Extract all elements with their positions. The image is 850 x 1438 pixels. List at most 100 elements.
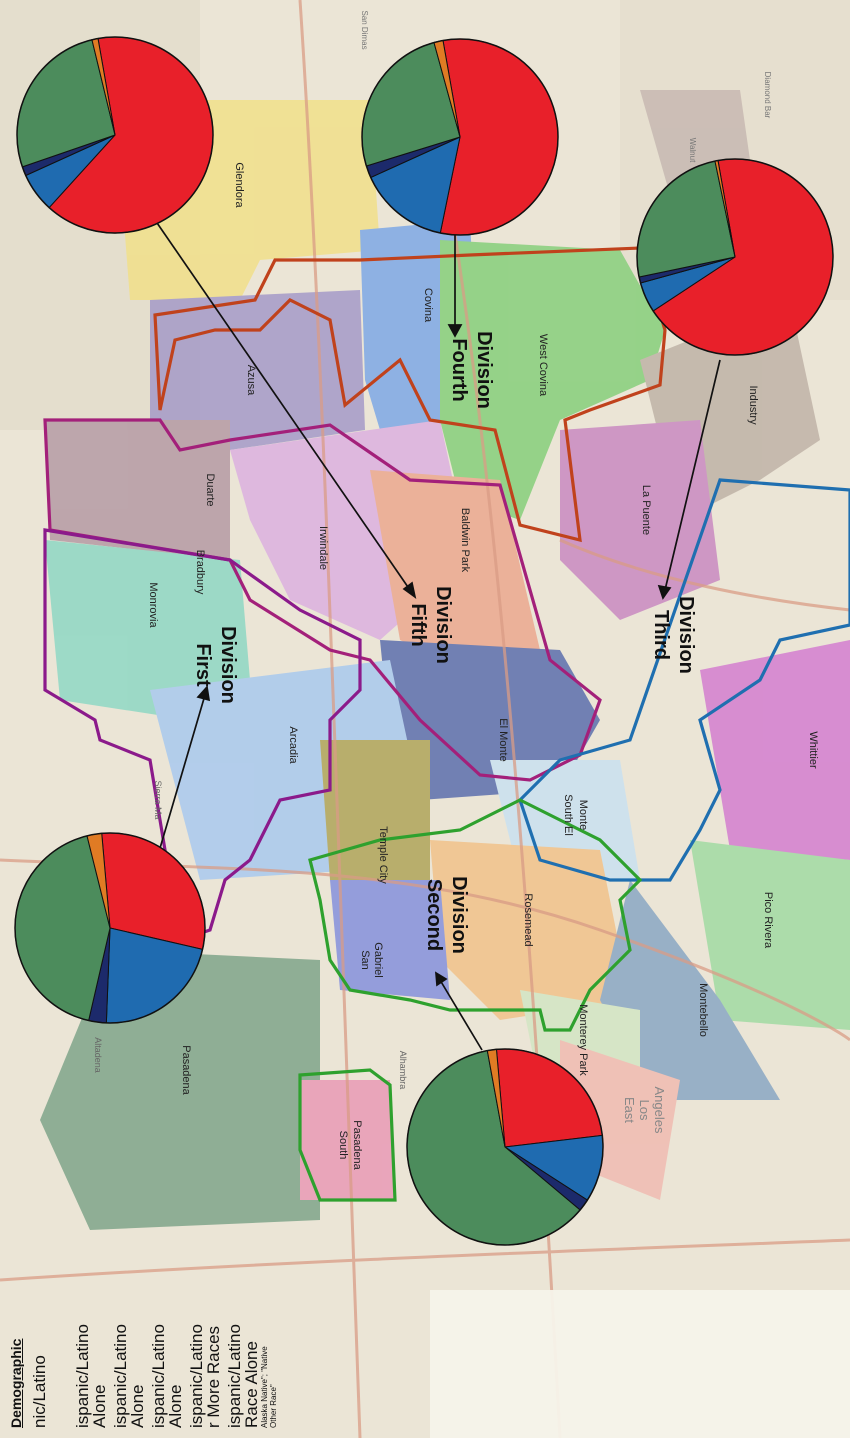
city-label: Whittier: [807, 731, 819, 769]
city-label: Los: [637, 1100, 652, 1121]
division-label-first: First: [192, 643, 214, 687]
demographic-pies: [14, 36, 834, 1246]
arrow-head-fifth: [402, 581, 417, 599]
freeway-road: [559, 538, 850, 612]
legend-line: r More Races: [204, 1325, 223, 1428]
pie-first: [14, 832, 206, 1024]
division-label-third: Third: [650, 610, 672, 660]
freeway-road: [298, 0, 362, 1438]
arrow-first: [157, 694, 206, 856]
pie-second: [406, 1048, 604, 1246]
city-label: South: [337, 1131, 349, 1160]
city-label: Duarte: [204, 473, 216, 506]
division-label-first: Division: [217, 626, 239, 704]
city-label: Sierra Ma: [153, 780, 163, 819]
south-pasadena-region: [300, 1080, 395, 1200]
montebello-region: [600, 880, 780, 1100]
legend-footnote: Alaska Native"; "Native: [260, 1346, 269, 1428]
city-label: Pico Rivera: [762, 892, 774, 949]
arrow-third: [664, 359, 721, 591]
freeway-road: [0, 1238, 850, 1282]
city-label: Altadena: [93, 1037, 103, 1073]
south-pasadena-boundary: [298, 1068, 397, 1202]
city-label: La Puente: [640, 485, 652, 535]
duarte-bradbury-region: [45, 420, 230, 560]
third-division-boundary: [518, 478, 850, 882]
city-label: South El: [562, 794, 574, 836]
city-label: San: [359, 950, 371, 970]
city-label: East: [622, 1097, 637, 1123]
pico-rivera-region: [690, 840, 850, 1030]
city-label: Montebello: [697, 983, 709, 1037]
city-labels: Glendora Azusa Covina West Covina Indust…: [93, 10, 819, 1170]
division-boundaries: [43, 246, 850, 1202]
city-label: Monrovia: [147, 582, 159, 628]
city-label: West Covina: [537, 334, 549, 397]
city-label: Irwindale: [317, 526, 329, 570]
san-gabriel-region: [330, 880, 450, 1000]
legend-line: Race Alone: [242, 1341, 261, 1428]
city-label: Azusa: [245, 365, 257, 396]
arrow-head-third: [657, 584, 672, 600]
la-puente-region: [560, 420, 720, 620]
city-label: Covina: [422, 288, 434, 323]
city-label: El Monte: [497, 718, 509, 761]
division-label-second: Division: [448, 876, 470, 954]
legend-line: ispanic/Latino: [73, 1324, 92, 1428]
pie-fifth: [16, 36, 214, 234]
arrow-head-fourth: [447, 324, 463, 338]
legend-line: ispanic/Latino: [225, 1324, 244, 1428]
legend-line: nic/Latino: [30, 1355, 49, 1428]
city-label: Pasadena: [180, 1045, 192, 1095]
division-label-third: Division: [675, 596, 697, 674]
legend-line: Alone: [128, 1384, 147, 1428]
city-label: Baldwin Park: [459, 508, 471, 573]
division-label-fifth: Division: [432, 586, 454, 664]
rosemead-region: [430, 840, 630, 1020]
legend-title: Demographic: [8, 1338, 24, 1428]
pie-outline: [636, 158, 834, 356]
second-division-boundary: [308, 798, 643, 1032]
legend-line: ispanic/Latino: [187, 1324, 206, 1428]
city-label: Industry: [747, 385, 759, 425]
division-label-fourth: Fourth: [448, 338, 470, 401]
pie-fourth: [361, 38, 559, 236]
arrow-second: [439, 979, 483, 1051]
pie-outline: [14, 832, 206, 1024]
division-label-fourth: Division: [473, 331, 495, 409]
division-labels: First Division Fifth Division Fourth Div…: [192, 331, 697, 954]
pie-outline: [361, 38, 559, 236]
city-label: Diamond Bar: [763, 72, 772, 119]
city-label: Temple City: [377, 826, 389, 884]
city-label: Monterey Park: [577, 1004, 589, 1076]
legend: Demographic nic/Latino ispanic/Latino Al…: [0, 1292, 850, 1438]
pie-third: [636, 158, 834, 356]
pie-pointer-arrows: [154, 219, 721, 1051]
pie-outline: [406, 1048, 604, 1246]
legend-panel: [430, 1290, 850, 1438]
baldwin-park-region: [370, 470, 540, 670]
division-label-second: Second: [423, 879, 445, 951]
legend-footnote: Other Race": [269, 1384, 278, 1428]
city-label: Rosemead: [522, 893, 534, 946]
legend-line: Alone: [90, 1384, 109, 1428]
legend-line: ispanic/Latino: [111, 1324, 130, 1428]
fourth-division-boundary: [153, 246, 667, 543]
city-label: Gabriel: [372, 942, 384, 977]
legend-line: ispanic/Latino: [149, 1324, 168, 1428]
city-label: Monte: [577, 800, 589, 831]
west-covina-region: [440, 240, 665, 520]
legend-line: Alone: [166, 1384, 185, 1428]
city-label: Walnut: [688, 138, 697, 163]
arrow-head-first: [196, 685, 211, 702]
city-label: San Dimas: [360, 10, 369, 49]
arrow-fifth: [154, 219, 411, 591]
first-division-boundary: [43, 528, 362, 943]
pie-outline: [16, 36, 214, 234]
city-label: Angeles: [652, 1087, 667, 1134]
city-label: Bradbury: [194, 550, 206, 595]
city-label: Alhambra: [398, 1051, 408, 1090]
city-label: Arcadia: [287, 726, 299, 764]
